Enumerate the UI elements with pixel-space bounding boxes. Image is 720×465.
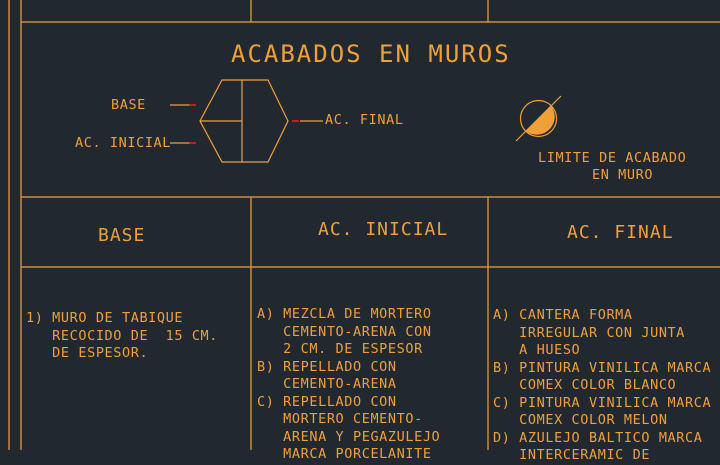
limit-symbol-icon	[515, 95, 562, 142]
limit-label-line2: EN MURO	[592, 167, 654, 183]
hexagon-symbol	[170, 79, 323, 163]
limit-symbol-fill	[525, 105, 555, 135]
legend-label-ac-final: AC. FINAL	[325, 112, 404, 128]
header-base: BASE	[98, 225, 146, 246]
header-ac-final: AC. FINAL	[567, 222, 674, 243]
legend-label-ac-inicial: AC. INICIAL	[75, 135, 172, 151]
cell-ac-inicial: A) MEZCLA DE MORTERO CEMENTO-ARENA CON 2…	[257, 306, 441, 462]
cell-base: 1) MURO DE TABIQUE RECOCIDO DE 15 CM. DE…	[26, 310, 219, 361]
cell-ac-final: A) CANTERA FORMA IRREGULAR CON JUNTA A H…	[493, 307, 712, 463]
limit-symbol-circle	[519, 99, 558, 138]
limit-label-line1: LIMITE DE ACABADO	[538, 150, 687, 166]
limit-symbol-slash	[515, 95, 562, 142]
legend-label-base: BASE	[111, 97, 146, 113]
header-ac-inicial: AC. INICIAL	[318, 219, 449, 240]
table-grid	[8, 0, 720, 450]
diagram-title: ACABADOS EN MUROS	[231, 40, 511, 68]
